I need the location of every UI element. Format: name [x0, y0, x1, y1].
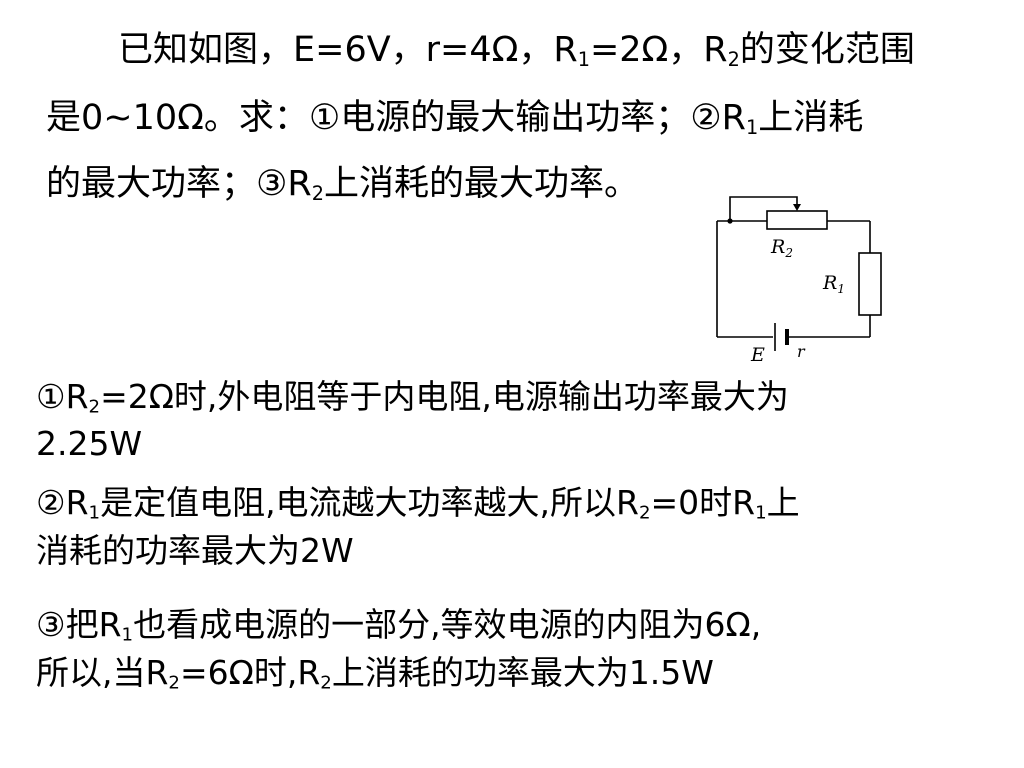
problem-text: 的最大功率；③R — [46, 164, 312, 204]
answer-text: 2.25W — [36, 424, 143, 463]
internal-resistance-label: r — [797, 342, 806, 361]
slider-wire — [729, 196, 798, 221]
subscript: 1 — [755, 502, 767, 524]
problem-text: 的变化范围 — [739, 30, 915, 70]
subscript: 2 — [727, 47, 740, 71]
answer-text: =2Ω时,外电阻等于内电阻,电源输出功率最大为 — [100, 377, 789, 416]
problem-line-1: 已知如图，E=6V，r=4Ω，R1=2Ω，R2的变化范围 — [118, 30, 915, 70]
problem-line-3: 的最大功率；③R2上消耗的最大功率。 — [46, 164, 639, 204]
problem-text: 上消耗 — [758, 98, 864, 138]
answer-3-line-1: ③把R1也看成电源的一部分,等效电源的内阻为6Ω, — [36, 605, 762, 646]
subscript: 2 — [168, 672, 180, 694]
subscript: 1 — [121, 624, 134, 646]
problem-text: =2Ω，R — [589, 30, 728, 70]
subscript: 1 — [577, 47, 590, 71]
answer-text: ②R — [36, 483, 89, 522]
answer-text: 上消耗的功率最大为1.5W — [331, 653, 714, 692]
answer-1-line-1: ①R2=2Ω时,外电阻等于内电阻,电源输出功率最大为 — [36, 377, 789, 418]
problem-text: 已知如图，E=6V，r=4Ω，R — [118, 30, 578, 70]
subscript: 2 — [88, 396, 101, 418]
slider-arrow — [793, 204, 801, 211]
answer-text: 上 — [766, 483, 800, 522]
circuit-diagram: R2 R1 E r — [716, 196, 882, 366]
answer-text: =6Ω时,R — [179, 653, 321, 692]
problem-text: 是0~10Ω。求：①电源的最大输出功率；②R — [46, 98, 746, 138]
r1-label: R1 — [822, 272, 845, 296]
answer-text: 消耗的功率最大为2W — [36, 531, 354, 570]
rheostat-r2 — [766, 210, 828, 230]
subscript: 1 — [745, 115, 759, 139]
junction-dot — [727, 218, 733, 224]
answer-1-line-2: 2.25W — [36, 425, 142, 463]
answer-text: ③把R — [36, 605, 122, 644]
answer-text: 是定值电阻,电流越大功率越大,所以R — [100, 483, 639, 522]
subscript: 1 — [88, 502, 101, 524]
answer-2-line-2: 消耗的功率最大为2W — [36, 532, 354, 570]
emf-label: E — [750, 344, 765, 366]
answer-text: 也看成电源的一部分,等效电源的内阻为6Ω, — [133, 605, 762, 644]
subscript: 2 — [311, 181, 324, 205]
answer-text: 所以,当R — [36, 653, 169, 692]
problem-line-2: 是0~10Ω。求：①电源的最大输出功率；②R1上消耗 — [46, 98, 863, 138]
r2-label: R2 — [770, 236, 793, 260]
answer-text: =0时R — [650, 483, 756, 522]
answer-3-line-2: 所以,当R2=6Ω时,R2上消耗的功率最大为1.5W — [36, 653, 714, 694]
answer-text: ①R — [36, 377, 89, 416]
subscript: 2 — [320, 672, 332, 694]
answer-2-line-1: ②R1是定值电阻,电流越大功率越大,所以R2=0时R1上 — [36, 483, 800, 524]
problem-text: 上消耗的最大功率。 — [323, 164, 639, 204]
resistor-r1 — [858, 252, 882, 316]
subscript: 2 — [638, 502, 651, 524]
